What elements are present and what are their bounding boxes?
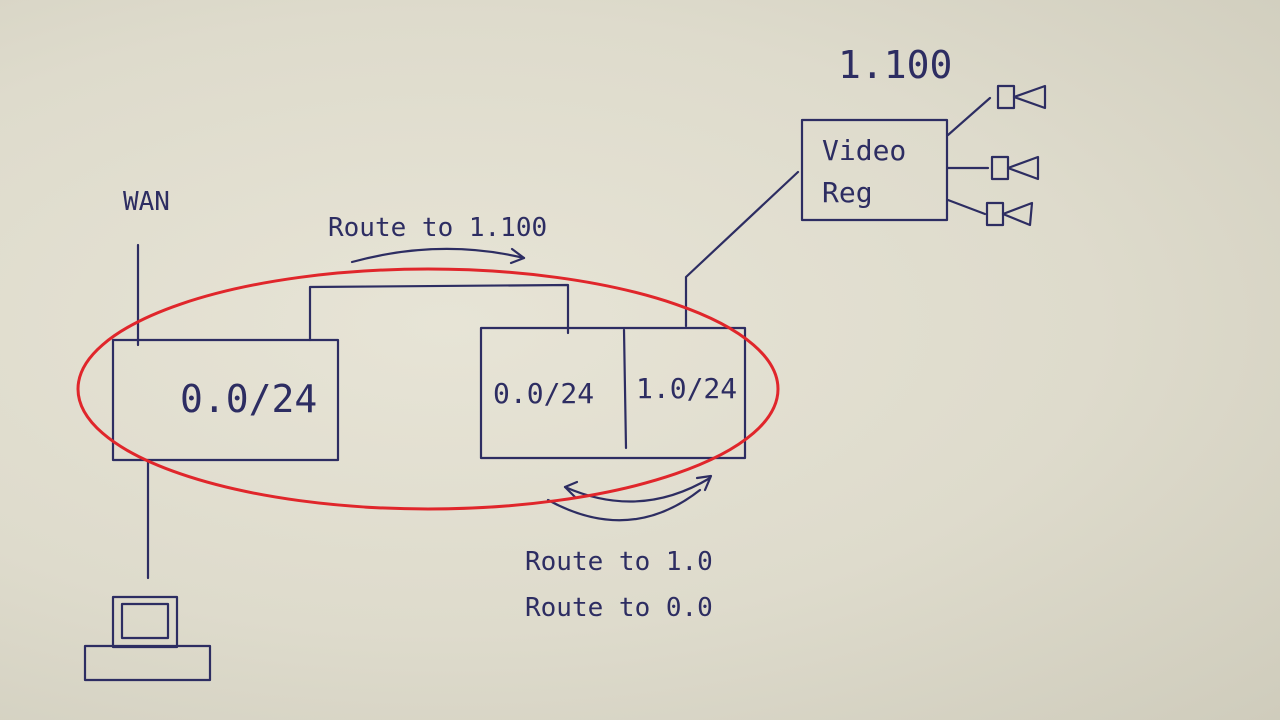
left-router-subnet: 0.0/24 [180,377,317,421]
left-router-box [111,338,340,462]
right-router-box [479,326,747,460]
camera-link-1 [946,96,992,137]
route-top-arrow [350,247,526,264]
right-router-subnet-b: 1.0/24 [636,372,737,405]
camera-link-3 [946,198,987,216]
camera-icon [985,201,1034,227]
video-reg-label-2: Reg [822,176,873,209]
right-router-divider [622,328,628,450]
camera-icon [990,155,1040,181]
wan-label: WAN [123,187,170,217]
route-top-arrowhead [509,247,526,265]
camera-icon [996,84,1047,110]
route-bottom-label-1: Route to 1.0 [525,547,713,577]
host-ip-label: 1.100 [838,43,952,87]
video-reg-label-1: Video [822,134,906,167]
video-reg-box [800,118,949,222]
route-bottom-arrowhead-2 [563,480,579,499]
route-bottom-arrowhead-1 [695,474,713,492]
video-reg-link [684,170,800,328]
highlight-ellipse [76,267,780,511]
route-bottom-label-2: Route to 0.0 [525,593,713,623]
route-bottom-arrow-2 [546,488,702,522]
right-router-subnet-a: 0.0/24 [493,377,594,410]
route-bottom-arrow-1 [563,476,712,503]
computer-icon [83,595,212,682]
route-top-label: Route to 1.100 [328,213,547,243]
router-link [308,283,570,342]
